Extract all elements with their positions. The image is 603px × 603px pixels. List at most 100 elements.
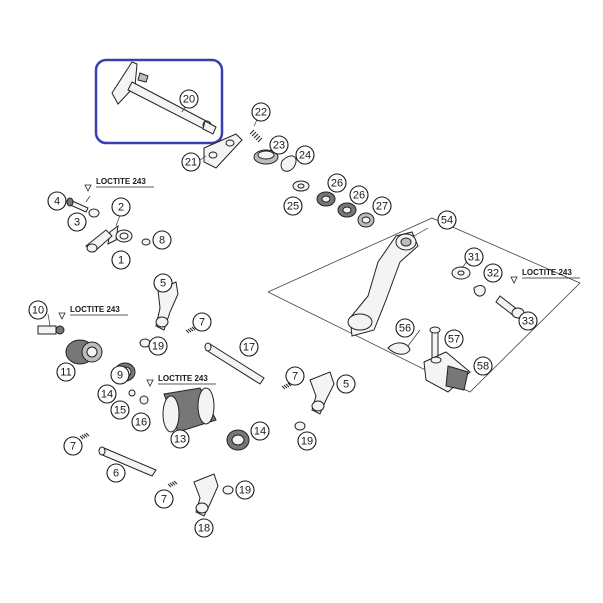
shift-rod-17-part[interactable] xyxy=(204,342,265,385)
bush-23-part[interactable] xyxy=(253,149,279,165)
shift-drum-locating-11-part[interactable] xyxy=(65,339,103,365)
callout-circle xyxy=(372,196,392,216)
small-parts-15-16[interactable] xyxy=(128,389,149,405)
pin-57-part[interactable] xyxy=(429,326,441,363)
callout-c19a[interactable]: 19 xyxy=(148,336,168,356)
shift-lever-part[interactable] xyxy=(347,231,419,337)
spring-7c-part[interactable] xyxy=(79,432,90,440)
footpeg-58-part[interactable] xyxy=(423,351,471,393)
callout-c25[interactable]: 25 xyxy=(283,196,303,216)
callout-c17[interactable]: 17 xyxy=(239,337,259,357)
shift-fork-5b-part[interactable] xyxy=(309,371,335,415)
callout-label: 5 xyxy=(160,278,166,290)
callout-c8[interactable]: 8 xyxy=(152,230,172,250)
coil-spring-part[interactable] xyxy=(115,229,133,243)
spring-clip-56-part[interactable] xyxy=(387,342,411,355)
highlight-box[interactable] xyxy=(94,58,224,145)
callout-circle xyxy=(235,480,255,500)
callout-c14a[interactable]: 14 xyxy=(97,384,117,404)
callout-c7b[interactable]: 7 xyxy=(285,366,305,386)
spring-7d-part[interactable] xyxy=(167,480,178,488)
bolt-10-part[interactable] xyxy=(37,325,65,335)
callout-c1[interactable]: 1 xyxy=(111,250,131,270)
seal-27-part[interactable] xyxy=(357,212,375,228)
svg-text:LOCTITE 243: LOCTITE 243 xyxy=(96,177,146,186)
bolt-33-part[interactable] xyxy=(495,295,525,319)
svg-text:LOCTITE 243: LOCTITE 243 xyxy=(158,374,208,383)
callout-c18[interactable]: 18 xyxy=(194,518,214,538)
washer-31-part[interactable] xyxy=(451,266,471,280)
sleeve-8-part[interactable] xyxy=(141,238,151,246)
lever-group-frame xyxy=(267,217,581,393)
callout-c14b[interactable]: 14 xyxy=(250,421,270,441)
shift-fork-18-part[interactable] xyxy=(193,473,219,517)
callout-c33[interactable]: 33 xyxy=(518,311,538,331)
clip-32-part[interactable] xyxy=(473,285,486,297)
callout-c22[interactable]: 22 xyxy=(251,102,271,122)
callout-c56[interactable]: 56 xyxy=(395,318,415,338)
spring-7a-part[interactable] xyxy=(185,326,196,334)
washer-3-part[interactable] xyxy=(88,208,100,218)
callout-c58[interactable]: 58 xyxy=(473,356,493,376)
ball-19c-part[interactable] xyxy=(222,485,234,495)
callout-circle xyxy=(285,366,305,386)
callout-label: 5 xyxy=(343,379,349,391)
callout-c16[interactable]: 16 xyxy=(131,412,151,432)
callout-label: 2 xyxy=(118,202,124,214)
callout-c19b[interactable]: 19 xyxy=(297,431,317,451)
loctite-label-3: LOCTITE 243 xyxy=(146,374,216,387)
pawl-2-part[interactable] xyxy=(107,224,119,245)
spring-7b-part[interactable] xyxy=(281,382,292,390)
callout-c7c[interactable]: 7 xyxy=(63,436,83,456)
callout-c2[interactable]: 2 xyxy=(111,197,131,217)
callout-c5a[interactable]: 5 xyxy=(153,273,173,293)
callout-c11[interactable]: 11 xyxy=(56,362,76,382)
callout-c10[interactable]: 10 xyxy=(28,300,48,320)
shift-drum-13-part[interactable] xyxy=(162,387,217,433)
washer-25-part[interactable] xyxy=(292,180,310,192)
callout-c23[interactable]: 23 xyxy=(269,135,289,155)
callout-c5b[interactable]: 5 xyxy=(336,374,356,394)
shift-plate-part[interactable] xyxy=(203,133,243,169)
callout-c26a[interactable]: 26 xyxy=(327,173,347,193)
callout-circle xyxy=(152,230,172,250)
spring-22-part[interactable] xyxy=(249,129,263,143)
callout-c9[interactable]: 9 xyxy=(110,365,130,385)
shift-rod-6-part[interactable] xyxy=(98,446,157,477)
callout-label: 14 xyxy=(254,426,266,438)
callout-label: 19 xyxy=(152,341,164,353)
callout-c27[interactable]: 27 xyxy=(372,196,392,216)
callout-c54[interactable]: 54 xyxy=(437,210,457,230)
callout-c21[interactable]: 21 xyxy=(181,152,201,172)
callout-label: 8 xyxy=(159,235,165,247)
callout-c26b[interactable]: 26 xyxy=(349,185,369,205)
callout-c7d[interactable]: 7 xyxy=(154,489,174,509)
locking-lever-1-part[interactable] xyxy=(85,229,113,253)
callout-label: 56 xyxy=(399,323,411,335)
callout-c6[interactable]: 6 xyxy=(106,463,126,483)
bearing-14b-part[interactable] xyxy=(226,429,250,451)
needle-bearing-26-part[interactable] xyxy=(316,191,357,218)
callout-c4[interactable]: 4 xyxy=(47,191,67,211)
callout-c15[interactable]: 15 xyxy=(110,400,130,420)
callout-circle xyxy=(110,365,130,385)
callout-c32[interactable]: 32 xyxy=(483,263,503,283)
callout-c57[interactable]: 57 xyxy=(444,329,464,349)
callout-label: 26 xyxy=(331,178,343,190)
callout-label: 19 xyxy=(301,436,313,448)
callout-c31[interactable]: 31 xyxy=(464,247,484,267)
callout-c19c[interactable]: 19 xyxy=(235,480,255,500)
washer-24-part[interactable] xyxy=(280,155,297,172)
callout-c20[interactable]: 20 xyxy=(179,89,199,109)
callout-c24[interactable]: 24 xyxy=(295,145,315,165)
shift-shaft-part[interactable] xyxy=(111,61,217,135)
callout-c13[interactable]: 13 xyxy=(170,429,190,449)
callout-circle xyxy=(179,89,199,109)
callout-label: 6 xyxy=(113,468,119,480)
bolt-4-part[interactable] xyxy=(66,197,89,213)
callout-c7a[interactable]: 7 xyxy=(192,312,212,332)
shift-fork-5a-part[interactable] xyxy=(155,281,179,331)
ball-19b-part[interactable] xyxy=(294,421,306,431)
callout-c3[interactable]: 3 xyxy=(67,212,87,232)
